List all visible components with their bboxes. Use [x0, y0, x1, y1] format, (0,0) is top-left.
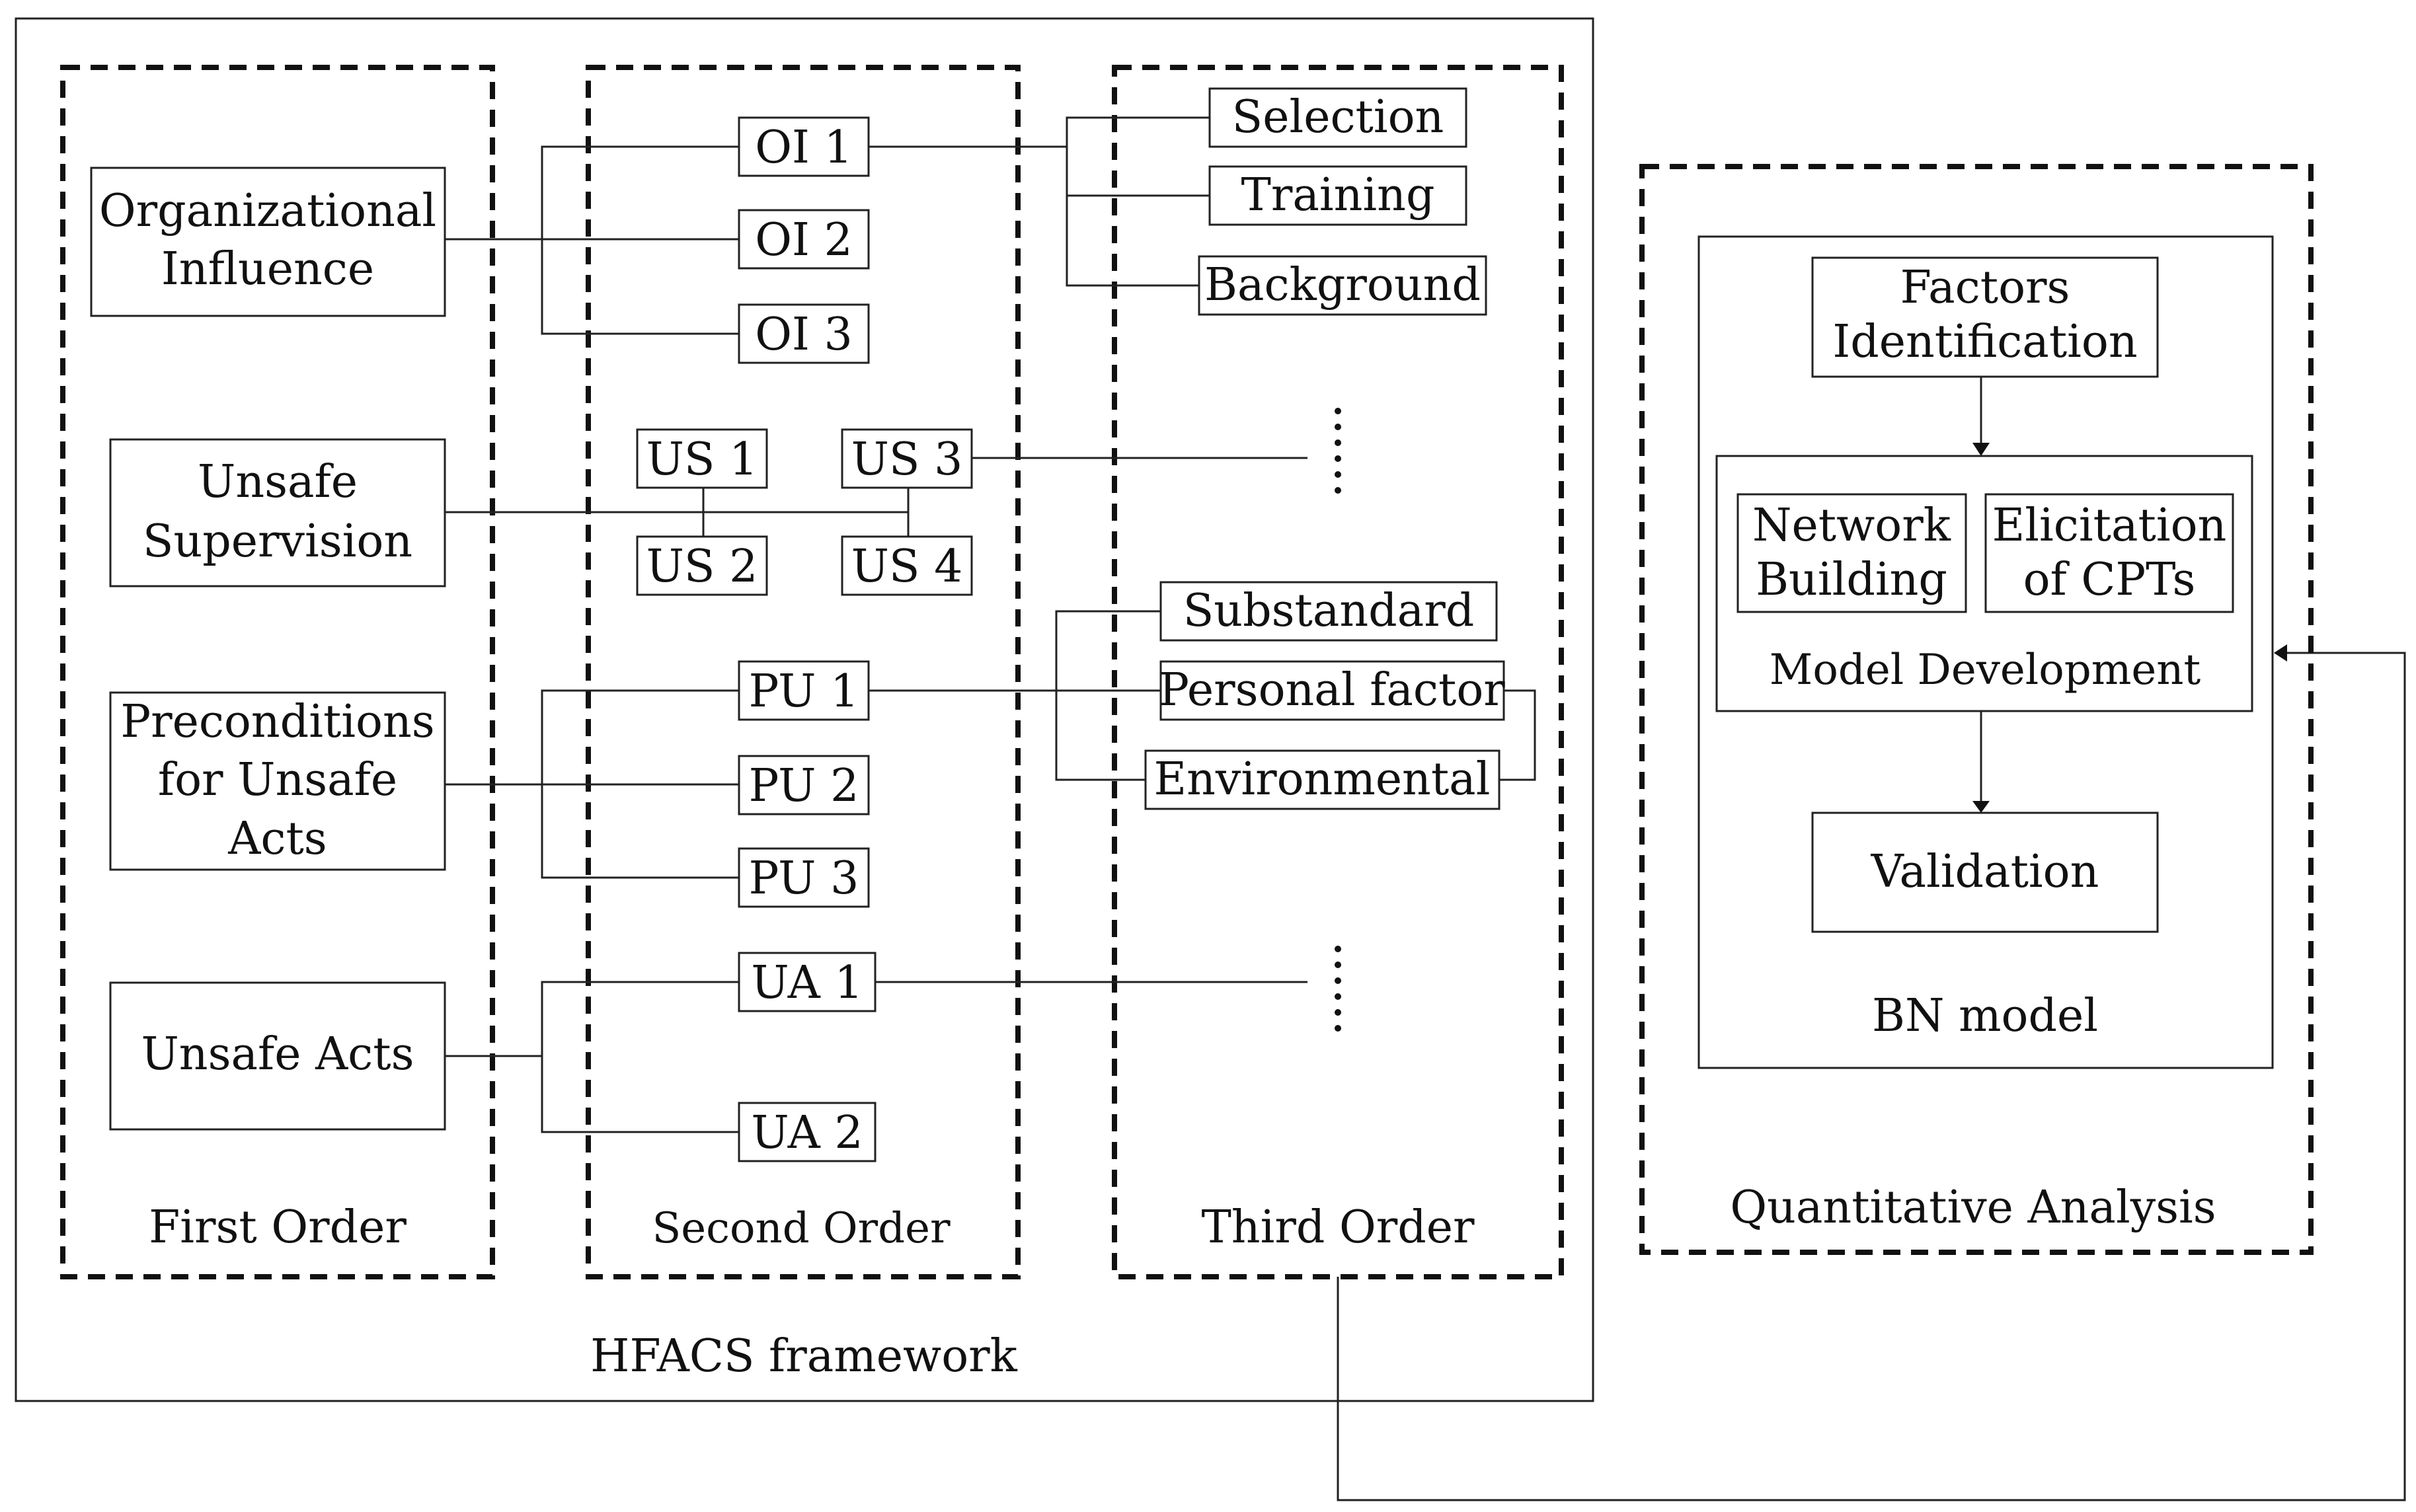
svg-text:US 4: US 4	[851, 541, 963, 593]
svg-text:for Unsafe: for Unsafe	[158, 754, 397, 806]
svg-text:Elicitation: Elicitation	[1992, 500, 2227, 552]
environmental-box: Environmental	[1144, 749, 1500, 810]
svg-text:Unsafe Acts: Unsafe Acts	[141, 1028, 414, 1080]
svg-text:PU 2: PU 2	[749, 760, 859, 812]
svg-text:OI 2: OI 2	[755, 214, 853, 266]
svg-text:UA 1: UA 1	[751, 957, 863, 1009]
first-order-group	[60, 65, 495, 1279]
svg-text:Network: Network	[1752, 500, 1951, 552]
oi-1-box: OI 1	[738, 116, 870, 177]
third-order-ua-ellipsis	[1335, 946, 1341, 1032]
us-4-box: US 4	[841, 535, 973, 596]
svg-text:Selection: Selection	[1232, 91, 1444, 143]
bn-model-caption: BN model	[1872, 990, 2098, 1042]
pu-3-box: PU 3	[738, 847, 870, 908]
svg-text:of CPTs: of CPTs	[2023, 554, 2196, 606]
first-order-item-organizational-influence: Organizational Influence	[90, 167, 446, 317]
svg-text:PU 3: PU 3	[749, 852, 859, 905]
oi-3-box: OI 3	[738, 303, 870, 364]
elicitation-of-cpts-box: Elicitation of CPTs	[1984, 493, 2234, 613]
svg-text:Training: Training	[1241, 169, 1434, 221]
us-3-box: US 3	[841, 428, 973, 489]
quantitative-analysis-caption: Quantitative Analysis	[1730, 1182, 2216, 1234]
svg-text:Building: Building	[1756, 554, 1947, 606]
substandard-box: Substandard	[1159, 581, 1498, 642]
svg-text:Background: Background	[1204, 259, 1481, 311]
svg-text:OI 3: OI 3	[755, 309, 853, 361]
bn-model-frame	[1697, 235, 2274, 1069]
svg-text:Supervision: Supervision	[143, 515, 412, 568]
training-box: Training	[1208, 165, 1467, 226]
third-order-group	[1112, 65, 1564, 1279]
svg-text:Influence: Influence	[161, 243, 374, 295]
second-order-caption: Second Order	[652, 1204, 951, 1253]
us-1-box: US 1	[636, 428, 768, 489]
first-order-item-preconditions: Preconditions for Unsafe Acts	[109, 691, 446, 871]
quantitative-analysis-group	[1639, 164, 2314, 1255]
svg-text:US 1: US 1	[646, 434, 758, 486]
svg-text:Organizational: Organizational	[99, 185, 436, 237]
selection-box: Selection	[1208, 87, 1467, 148]
svg-text:Substandard: Substandard	[1183, 585, 1475, 637]
pu-1-box: PU 1	[738, 660, 870, 721]
svg-text:UA 2: UA 2	[751, 1107, 863, 1159]
svg-text:OI 1: OI 1	[755, 122, 853, 174]
ua-1-box: UA 1	[738, 952, 877, 1012]
us-2-box: US 2	[636, 535, 768, 596]
svg-text:Validation: Validation	[1871, 846, 2099, 898]
factors-identification-box: Factors Identification	[1811, 256, 2159, 378]
third-order-us-ellipsis	[1335, 408, 1341, 494]
ua-2-box: UA 2	[738, 1102, 877, 1162]
svg-text:PU 1: PU 1	[749, 665, 859, 718]
first-order-item-unsafe-supervision: Unsafe Supervision	[109, 438, 446, 587]
svg-text:Identification: Identification	[1832, 316, 2137, 368]
svg-text:Environmental: Environmental	[1154, 753, 1491, 806]
oi-2-box: OI 2	[738, 209, 870, 270]
feedback-arrowhead	[2274, 644, 2287, 662]
svg-text:Preconditions: Preconditions	[120, 696, 434, 748]
arrow-to-validation	[1972, 801, 1990, 813]
svg-text:Model Development: Model Development	[1770, 646, 2201, 695]
svg-text:Factors: Factors	[1900, 262, 2070, 314]
svg-text:US 2: US 2	[646, 541, 758, 593]
arrow-to-model-development	[1972, 443, 1990, 456]
svg-text:Acts: Acts	[227, 813, 327, 865]
second-order-group	[586, 65, 1021, 1279]
pu-2-box: PU 2	[738, 755, 870, 815]
hfacs-frame	[15, 17, 1594, 1402]
svg-text:Personal factor: Personal factor	[1159, 664, 1505, 716]
hfacs-caption: HFACS framework	[590, 1330, 1017, 1382]
first-order-item-unsafe-acts: Unsafe Acts	[109, 981, 446, 1131]
svg-text:Unsafe: Unsafe	[198, 456, 358, 508]
svg-text:US 3: US 3	[851, 434, 963, 486]
validation-box: Validation	[1811, 812, 2159, 933]
first-order-caption: First Order	[149, 1201, 407, 1254]
personal-factor-box: Personal factor	[1159, 660, 1505, 721]
network-building-box: Network Building	[1736, 493, 1967, 613]
connectors	[445, 116, 2406, 1501]
background-box: Background	[1198, 255, 1487, 316]
third-order-caption: Third Order	[1201, 1201, 1475, 1254]
